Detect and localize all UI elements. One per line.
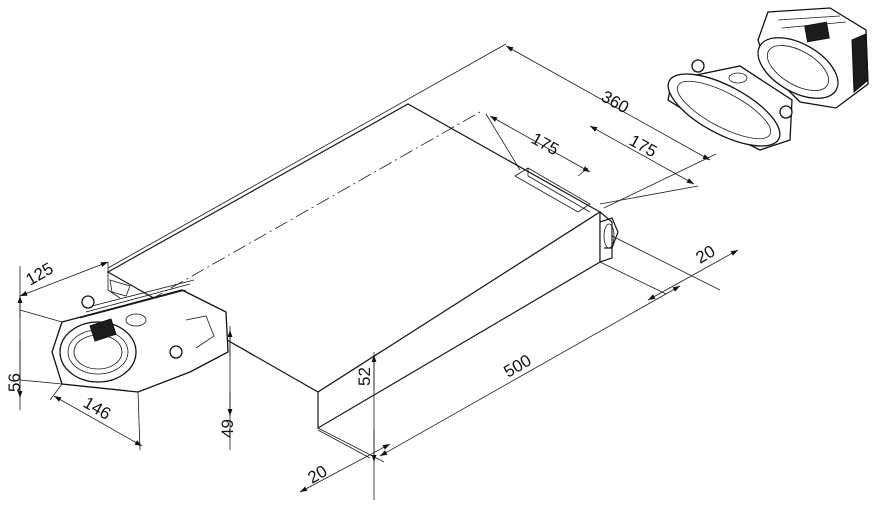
dim-175a-text: 175 <box>528 129 562 159</box>
dim-line-175b <box>589 125 695 185</box>
dim-56-text: 56 <box>5 373 24 392</box>
ext-360-a <box>107 43 507 269</box>
dim-20-bottom-text: 20 <box>305 462 331 488</box>
left-fitting-ribs <box>79 279 195 319</box>
dim-49-text: 49 <box>218 419 237 438</box>
dim-20-right-text: 20 <box>693 242 719 268</box>
box-end-face <box>599 210 613 263</box>
dim-146-text: 146 <box>80 393 114 424</box>
end-cap-dark-side <box>851 33 869 94</box>
dim-125-text: 125 <box>23 259 57 290</box>
dim-line-20-right <box>647 249 739 301</box>
dim-line-500 <box>379 285 681 457</box>
left-fitting <box>51 279 229 393</box>
box-left-end <box>107 272 121 299</box>
dim-360-text: 360 <box>598 87 632 117</box>
center-line <box>149 111 481 301</box>
end-cap-opening <box>757 37 839 99</box>
ring-fitting-symbol <box>728 72 748 84</box>
dim-52-text: 52 <box>355 367 374 386</box>
right-spigot-end <box>603 223 615 249</box>
ring-fitting-clip-top <box>691 59 705 73</box>
left-fitting-symbol <box>125 313 147 327</box>
dim-line-146 <box>53 395 143 447</box>
end-cap-label <box>804 21 830 43</box>
left-fitting-clip-side <box>169 345 183 359</box>
left-fitting-tab <box>109 279 131 297</box>
dim-line-175a <box>489 115 591 173</box>
ring-fitting-clip-side <box>779 105 793 119</box>
dim-line-125 <box>19 261 109 297</box>
dim-500-text: 500 <box>501 351 535 382</box>
left-fitting-clip-top <box>81 295 95 309</box>
end-cap-fitting <box>757 7 869 109</box>
left-fitting-label <box>89 318 117 342</box>
dim-175b-text: 175 <box>626 131 660 161</box>
dim-line-20-bottom <box>299 443 391 493</box>
left-fitting-opening <box>59 321 137 383</box>
